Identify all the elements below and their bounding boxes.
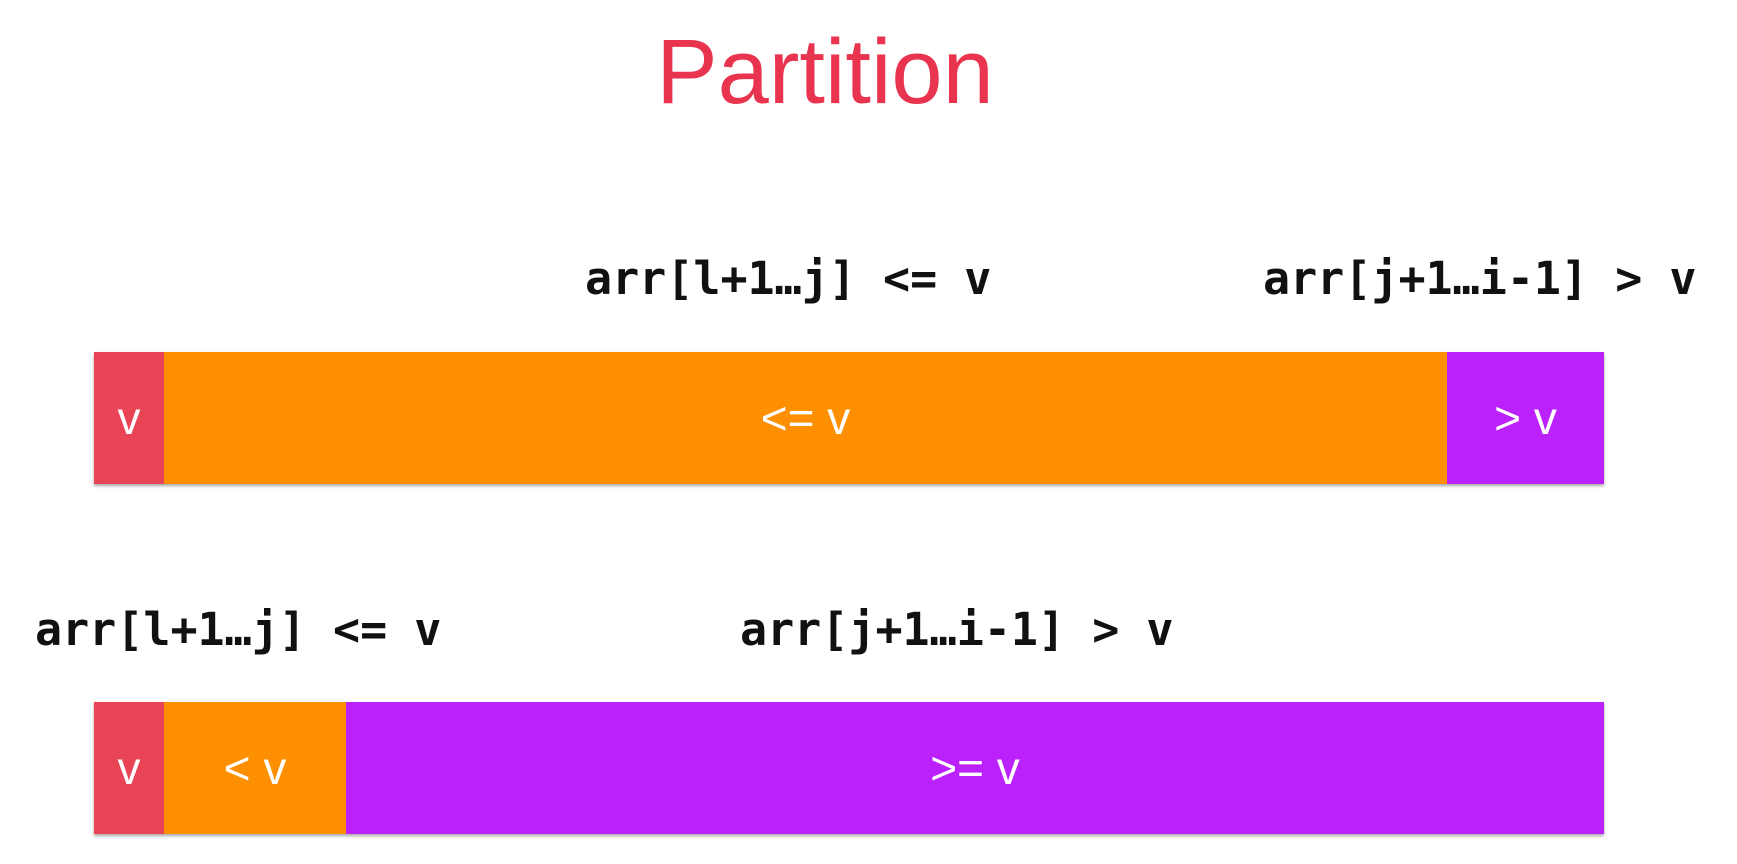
diagram2-label-left: arr[l+1…j] <= v [35, 603, 442, 656]
page-title: Partition [656, 21, 994, 123]
diagram2-pivot-segment: v [94, 702, 164, 834]
diagram1-greater-segment: > v [1447, 352, 1604, 484]
diagram1-less-equal-segment: <= v [164, 352, 1447, 484]
diagram1-label-left: arr[l+1…j] <= v [585, 252, 992, 305]
diagram2-label-right: arr[j+1…i-1] > v [740, 603, 1174, 656]
diagram1-pivot-segment: v [94, 352, 164, 484]
diagram2-greater-equal-segment: >= v [346, 702, 1604, 834]
diagram2-array-bar: v < v >= v [94, 702, 1604, 834]
diagram1-array-bar: v <= v > v [94, 352, 1604, 484]
diagram1-label-right: arr[j+1…i-1] > v [1263, 252, 1697, 305]
diagram2-less-segment: < v [164, 702, 346, 834]
